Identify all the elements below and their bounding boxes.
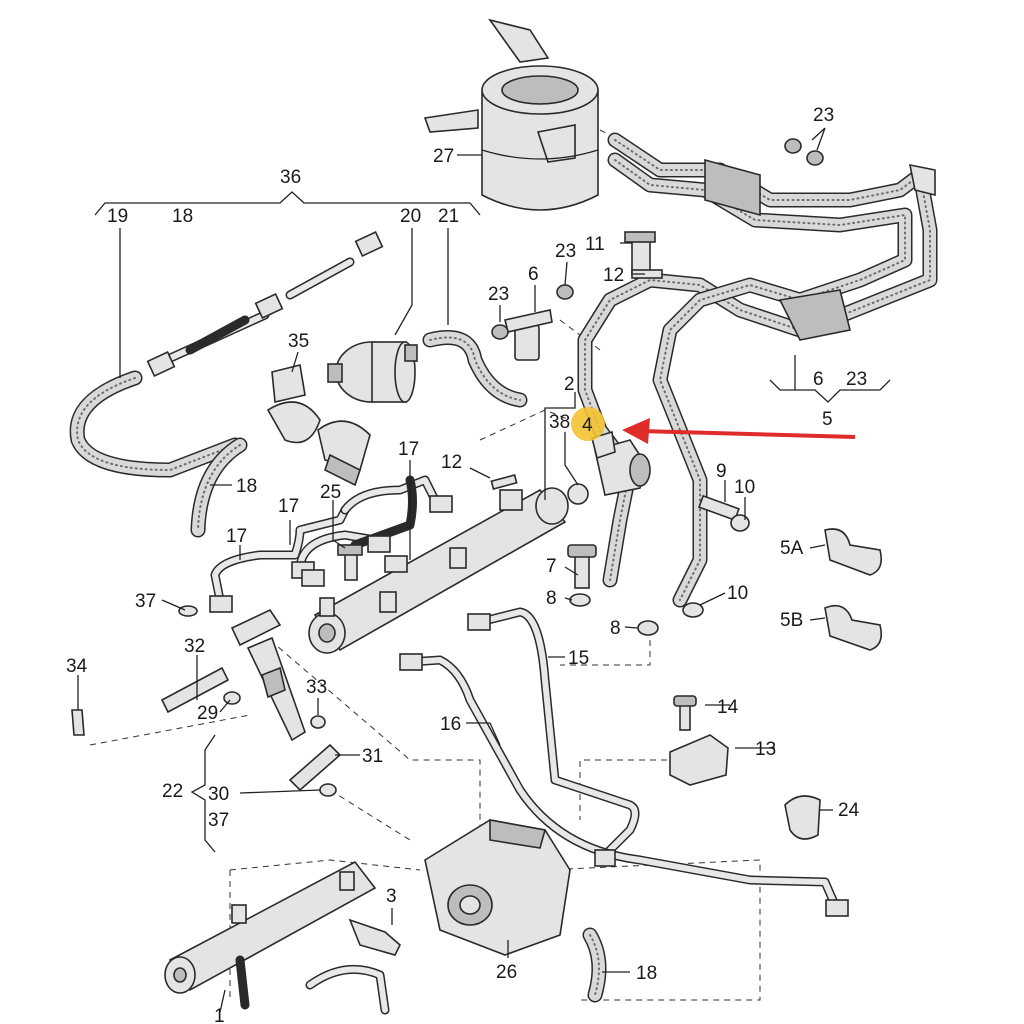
common-rail-lower [164,860,401,1015]
callout-1: 1 [214,1006,225,1024]
callout-12: 12 [603,265,624,286]
common-rail-upper [308,487,569,654]
highlight-marker [571,407,856,444]
callout-14: 14 [717,697,739,718]
callout-34: 34 [66,656,88,677]
injector [160,608,306,742]
callout-15: 15 [568,648,589,669]
leader-lines [77,127,891,1013]
callout-10: 10 [734,477,755,498]
callout-37: 37 [208,810,229,831]
injector-lines [209,475,453,613]
callout-5B: 5B [780,610,803,631]
callout-20: 20 [400,206,421,227]
callout-26: 26 [496,962,517,983]
high-pressure-pump [424,819,607,1003]
callout-16: 16 [440,714,461,735]
callout-18: 18 [236,476,257,497]
callout-6: 6 [813,369,824,390]
fuel-filter-housing [423,18,599,211]
callout-23: 23 [813,105,834,126]
fuel-hose-bundle [577,132,938,608]
callout-8: 8 [610,618,621,639]
callout-24: 24 [838,800,860,821]
callout-18: 18 [172,206,193,227]
callout-23: 23 [846,369,867,390]
callout-17: 17 [278,496,299,517]
callout-38: 38 [549,412,570,433]
dashed-guides [89,129,761,1001]
callout-labels: 36 19 18 20 21 27 23 11 12 23 6 23 35 6 … [66,105,867,1024]
callout-5A: 5A [780,538,804,559]
callout-7: 7 [546,556,557,577]
callout-37: 37 [135,591,156,612]
inline-fuel-filter [327,341,418,403]
callout-21: 21 [438,206,459,227]
callout-30: 30 [208,784,229,805]
callout-18: 18 [636,963,657,984]
callout-25: 25 [320,482,341,503]
fuel-return-lines [69,231,528,538]
callout-35: 35 [288,331,309,352]
callout-10: 10 [727,583,748,604]
small-hardware [71,231,750,797]
callout-3: 3 [386,886,397,907]
high-pressure-lines [399,607,849,917]
callout-23: 23 [488,284,509,305]
red-pointer-arrow-shaft [639,429,856,439]
callout-31: 31 [362,746,383,767]
callout-17: 17 [398,439,419,460]
part-4-highlight-circle [571,407,605,441]
callout-29: 29 [197,703,218,724]
mounting-brackets [266,364,371,487]
callout-11: 11 [585,234,605,255]
callout-36: 36 [280,167,301,188]
hose-clips [784,528,883,840]
sensor-bracket [669,695,729,786]
callout-27: 27 [433,146,454,167]
callout-17: 17 [226,526,247,547]
callout-23: 23 [555,241,576,262]
pressure-regulator [491,138,824,361]
callout-13: 13 [755,739,776,760]
callout-4: 4 [582,415,593,436]
callout-5: 5 [822,409,833,430]
callout-2: 2 [564,374,575,395]
callout-32: 32 [184,636,205,657]
red-pointer-arrow-head [622,418,650,444]
callout-9: 9 [716,461,727,482]
callout-33: 33 [306,677,327,698]
callout-12: 12 [441,452,462,473]
callout-19: 19 [107,206,128,227]
fuel-pressure-valve [591,430,651,496]
callout-6: 6 [528,264,539,285]
callout-22: 22 [162,781,183,802]
callout-8: 8 [546,588,557,609]
